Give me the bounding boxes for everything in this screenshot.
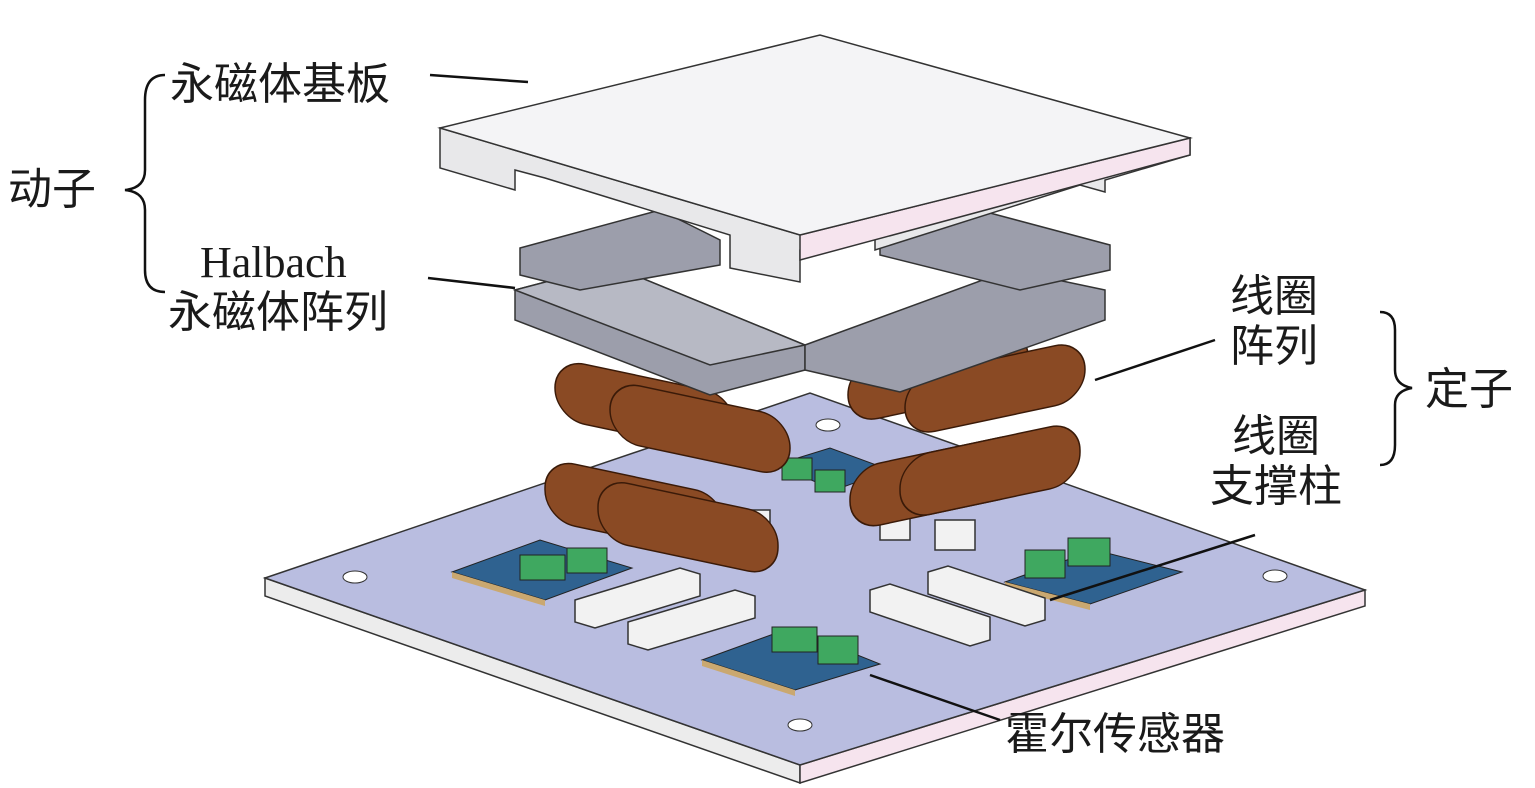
label-coil-array: 线圈 阵列 (1230, 272, 1318, 372)
label-halbach-array: 永磁体阵列 (168, 287, 388, 338)
label-coil-support-line1: 线圈 (1232, 411, 1320, 462)
label-magnet-substrate: 永磁体基板 (170, 59, 390, 110)
leader-lines (124, 73, 1413, 722)
label-coil-support-line2: 支撑柱 (1210, 461, 1342, 512)
base-plate (262, 392, 1368, 785)
label-coil-array-line1: 线圈 (1230, 271, 1318, 322)
label-halbach-en: Halbach (200, 238, 347, 287)
label-hall-sensor: 霍尔传感器 (1005, 709, 1225, 760)
hall-sensors (450, 447, 1184, 696)
hall-sensor-board (1003, 537, 1184, 610)
halbach-magnet-array (512, 204, 1111, 396)
hall-sensor-board (450, 539, 634, 606)
label-stator: 定子 (1425, 364, 1513, 415)
magnet-substrate (437, 34, 1193, 283)
label-coil-support: 线圈 支撑柱 (1210, 412, 1342, 512)
hall-sensor-board (700, 626, 882, 696)
label-mover: 动子 (8, 164, 96, 215)
label-coil-array-line2: 阵列 (1230, 321, 1318, 372)
